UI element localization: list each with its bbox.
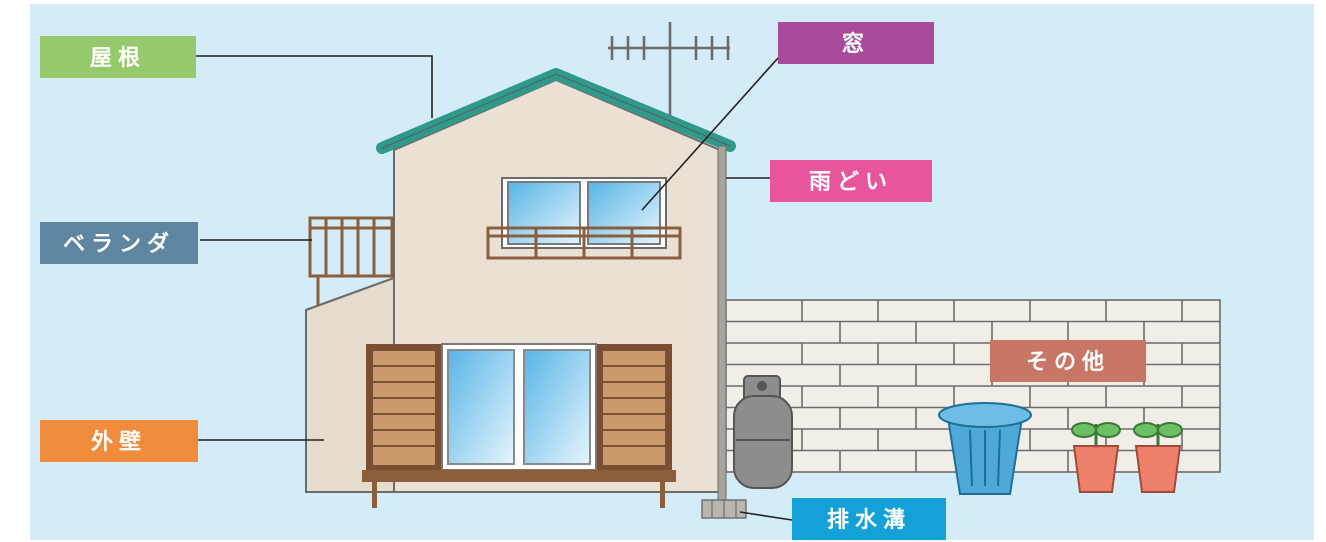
house — [305, 22, 747, 519]
label-roof-text: 屋根 — [90, 46, 146, 71]
label-window: 窓 — [778, 22, 934, 64]
label-roof: 屋根 — [40, 36, 196, 78]
rain-gutter — [701, 145, 747, 519]
gas-cylinder — [733, 375, 793, 489]
leader-lines — [196, 55, 793, 521]
label-veranda-text: ベランダ — [63, 231, 175, 257]
plant-pot-1 — [1071, 422, 1121, 493]
label-drain-text: 排水溝 — [827, 507, 911, 533]
label-other-text: その他 — [1026, 350, 1110, 375]
window-rail — [486, 226, 682, 260]
label-other: その他 — [990, 340, 1146, 382]
veranda — [308, 216, 394, 306]
label-window-text: 窓 — [842, 31, 870, 57]
wood-deck — [362, 470, 676, 508]
brick-wall — [725, 299, 1221, 473]
ground-floor-doors — [366, 343, 672, 471]
label-gutter: 雨どい — [770, 160, 932, 202]
water-bucket — [938, 402, 1032, 495]
label-veranda: ベランダ — [40, 222, 198, 264]
label-drain: 排水溝 — [792, 498, 946, 540]
label-outer-wall: 外壁 — [40, 420, 198, 462]
label-outer-wall-text: 外壁 — [91, 429, 147, 455]
antenna — [608, 22, 730, 116]
plant-pot-2 — [1133, 422, 1183, 493]
label-gutter-text: 雨どい — [809, 170, 893, 195]
